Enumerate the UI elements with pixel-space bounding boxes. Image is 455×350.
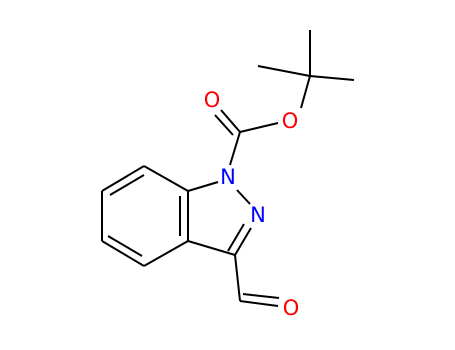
bond-quaternary-methyl-left	[257, 65, 311, 77]
bond-c3-c3a	[187, 240, 236, 256]
atom-label-o-aldehyde: O	[283, 296, 300, 320]
bond-c7-c7a	[143, 165, 189, 192]
bond-carbonyl-o	[220, 109, 241, 133]
bond-c4-c5	[101, 240, 145, 267]
atom-label-n1: N	[220, 165, 236, 189]
bond-c3a-c4	[143, 240, 189, 267]
atom-label-o-ester: O	[282, 109, 299, 133]
benzene-ring	[101, 165, 189, 267]
bond-n2-c3	[234, 227, 252, 256]
bond-n1-n2	[236, 189, 251, 205]
atom-label-n2: N	[250, 203, 266, 227]
atom-label-o-carbonyl: O	[204, 88, 221, 112]
boc-group	[214, 30, 355, 166]
bond-c3-c-aldehyde	[234, 254, 241, 302]
bond-c-o-ester	[239, 122, 279, 133]
aldehyde-group	[234, 254, 280, 307]
bond-quaternary-methyl-right	[309, 75, 355, 81]
atom-labels: N N O O O	[204, 88, 300, 320]
bond-c6-c7-inner	[109, 174, 145, 196]
bond-c4-c5-inner	[107, 235, 143, 257]
bond-c-aldehyde-o	[239, 300, 279, 307]
bond-carbonyl-o-inner	[214, 114, 234, 136]
bond-c7a-n1	[187, 181, 219, 192]
bond-c6-c7	[101, 165, 145, 192]
bond-o-ester-c-quaternary	[300, 75, 311, 109]
pyrazole-ring	[187, 181, 252, 256]
bond-n1-c-carbonyl	[229, 131, 241, 166]
bond-n2-c3-inner	[227, 223, 245, 252]
bond-c-aldehyde-o-inner	[242, 293, 280, 299]
